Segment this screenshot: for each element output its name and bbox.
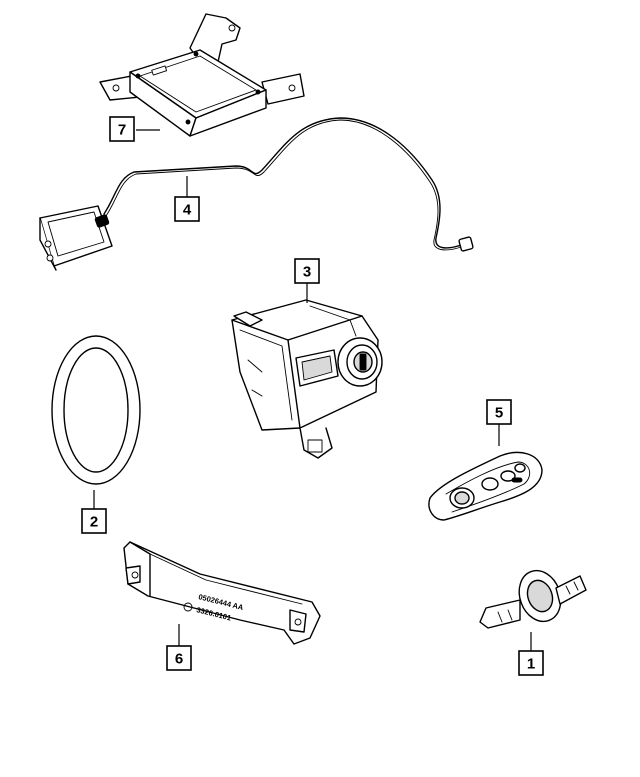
callout-5: 5: [486, 399, 512, 446]
callout-4: 4: [174, 176, 200, 222]
callout-5-text: 5: [495, 405, 503, 422]
callout-7: 7: [109, 116, 160, 142]
part-3-ignition-switch[interactable]: [231, 299, 383, 459]
callout-6-text: 6: [175, 651, 183, 668]
callout-2-text: 2: [90, 514, 98, 531]
part-2-ring[interactable]: [51, 335, 141, 485]
callout-2: 2: [81, 490, 107, 534]
part-7-module[interactable]: [99, 13, 305, 137]
callout-6: 6: [166, 624, 192, 671]
part-1-key[interactable]: [479, 565, 587, 629]
part-5-key-fob[interactable]: [428, 451, 543, 521]
callout-3: 3: [294, 258, 320, 303]
callout-1: 1: [518, 632, 544, 676]
part-4-antenna-cable[interactable]: [39, 117, 474, 271]
callout-4-text: 4: [183, 202, 192, 219]
part-6-bracket[interactable]: 05026444 AA 3326.0101: [123, 541, 321, 645]
callout-1-text: 1: [527, 656, 535, 673]
callout-3-text: 3: [303, 264, 311, 281]
callout-7-text: 7: [118, 122, 126, 139]
